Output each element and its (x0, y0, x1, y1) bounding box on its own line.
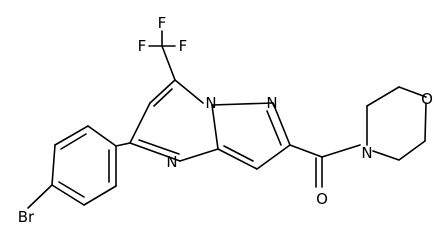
bond-aryl-3 (51, 144, 56, 186)
bond-morph-2 (366, 86, 400, 107)
atom-n-pyrimidine: N (166, 153, 177, 171)
bond-n2-c2 (272, 102, 291, 146)
bond-morph-4 (424, 102, 427, 142)
bond-c7-c6-inner (153, 88, 173, 107)
molecule-canvas: F F F N N N O N O Br (17, 14, 433, 226)
bond-c5-aryl (115, 142, 131, 147)
bond-aryl-2 (54, 125, 89, 146)
atom-o-carbonyl: O (316, 190, 328, 208)
atom-n-pyrazole: N (266, 94, 277, 112)
bond-n4-c3a (179, 148, 219, 162)
bonds (27, 30, 427, 209)
bond-c3a-n1 (211, 104, 219, 150)
atom-n-morpholine: N (361, 144, 372, 162)
bond-aryl-br (27, 184, 53, 209)
bond-aryl-1 (87, 125, 117, 147)
atom-f-left: F (138, 37, 147, 55)
bond-n1-n2 (211, 102, 274, 106)
bond-c7-n1 (174, 79, 204, 104)
atom-br: Br (18, 208, 35, 226)
bond-c5-n4 (129, 142, 181, 162)
atom-f-top: F (158, 14, 167, 32)
bond-c5-n4-inner (138, 139, 180, 155)
bond-c7-c6 (149, 79, 176, 104)
structure-diagram: F F F N N N O N O Br (18, 14, 433, 226)
atom-labels: F F F N N N O N O Br (18, 14, 433, 226)
bond-morph-5 (398, 140, 426, 161)
atom-f-right: F (179, 37, 188, 55)
bond-carbonyl-nmorph (321, 144, 361, 158)
bond-c6-c5 (129, 102, 151, 144)
bond-aryl-5 (83, 185, 117, 206)
bond-morph-6 (372, 150, 400, 161)
bond-c2-carbonyl (289, 144, 323, 158)
bond-morph-3 (398, 86, 427, 98)
atom-n-bridge: N (205, 94, 216, 112)
bond-c2-c3 (256, 144, 291, 170)
bond-c3-c3a (217, 148, 258, 170)
bond-aryl-4 (51, 184, 85, 206)
bond-aryl-2-inner (60, 133, 87, 150)
bond-n2-c2-inner (266, 110, 282, 146)
atom-o-morpholine: O (421, 90, 433, 108)
bond-c3-c3a-inner (223, 145, 254, 162)
bond-cf3-c7 (161, 45, 176, 81)
bond-aryl-4-inner (58, 181, 85, 198)
